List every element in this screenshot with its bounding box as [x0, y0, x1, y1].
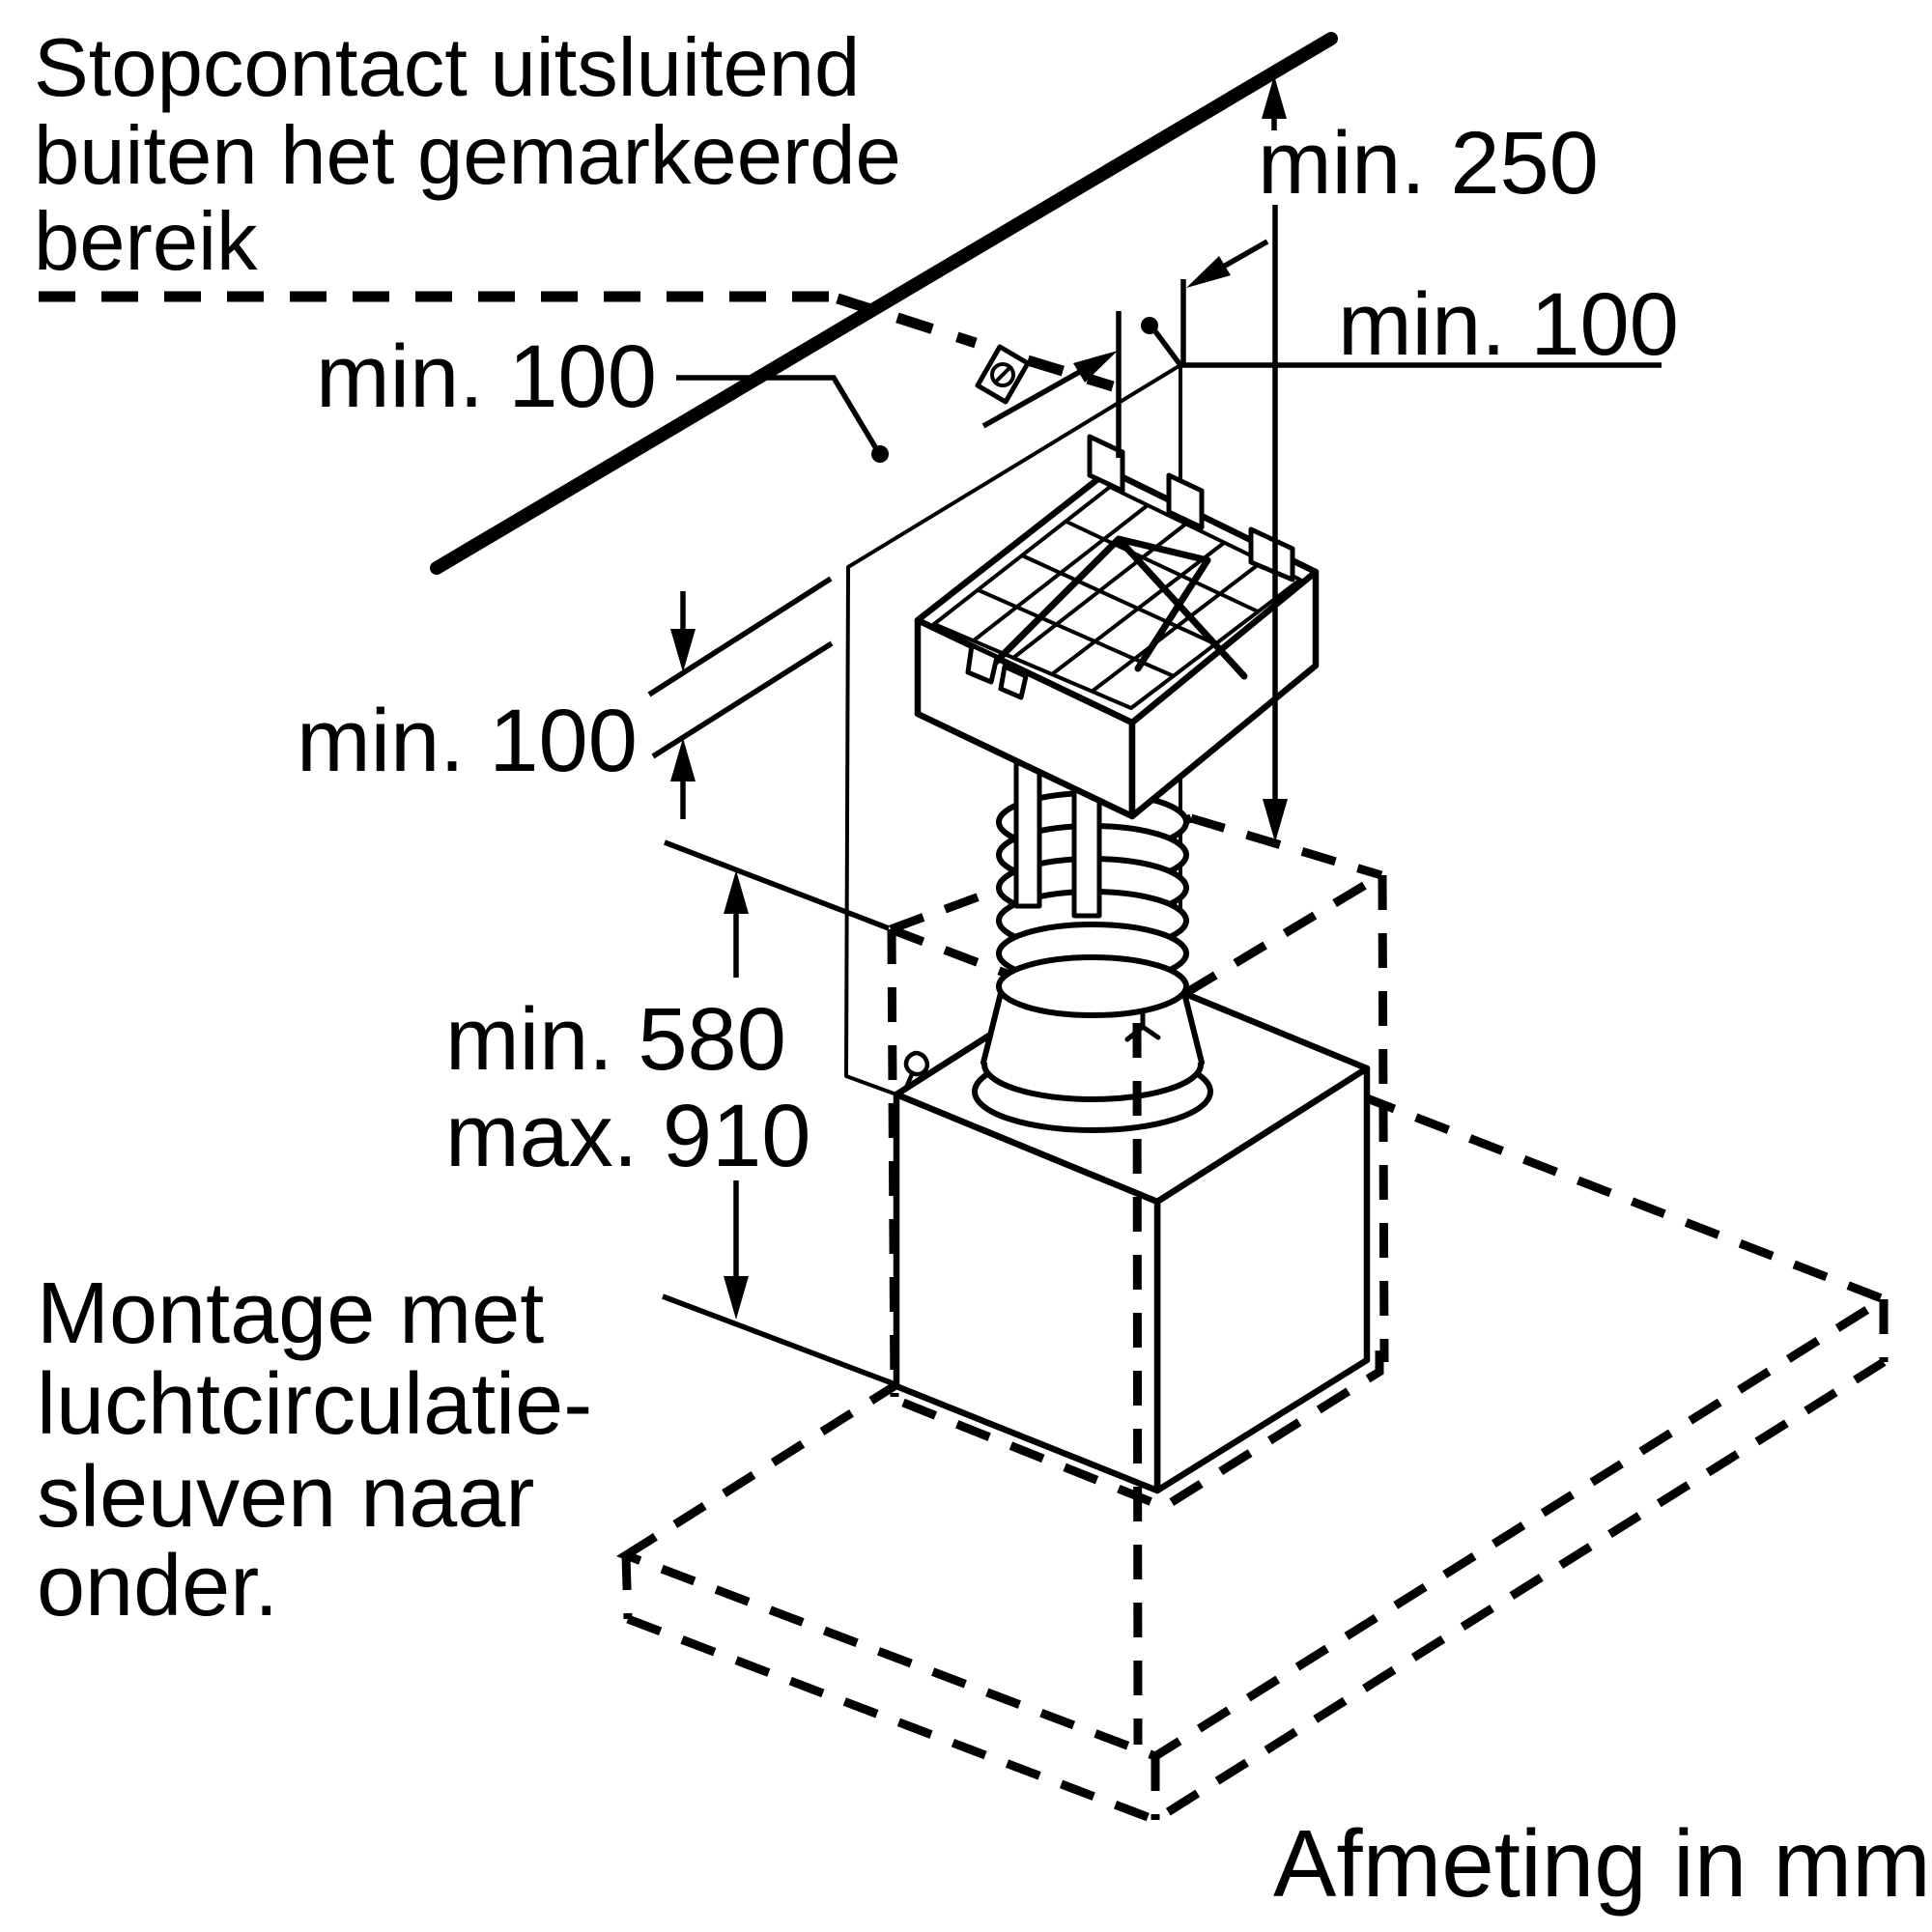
leader-line [676, 375, 880, 452]
arrow-up-icon [1262, 75, 1287, 119]
envelope-bottom-edges [901, 1349, 1384, 1513]
wall-edge-line [430, 32, 1338, 575]
socket-mark [992, 364, 1013, 385]
leader-dot [871, 445, 889, 463]
chimney-clearance-envelope [887, 813, 1389, 1746]
dim-label-min-580: min. 580 [445, 990, 786, 1089]
duct-ring [996, 954, 1189, 1018]
wall-top-edge [430, 32, 1338, 575]
arrow-up-icon [724, 870, 749, 914]
arrow-downleft-icon [1186, 256, 1231, 288]
hood-spring-clip [902, 1050, 930, 1093]
marked-area-dashed-line [39, 291, 1115, 392]
envelope-vertical-front [1132, 1022, 1143, 1746]
envelope-vertical-left [887, 928, 899, 1398]
leader-line [1152, 329, 1662, 368]
units-note: Afmeting in mm [1273, 1810, 1931, 1917]
arrow-down-icon [1263, 799, 1288, 842]
filter-grid [972, 503, 1264, 694]
units-label: Afmeting in mm [1273, 1810, 1931, 1917]
island-corner-verticals [621, 1299, 1889, 1820]
note-recirculation-mounting: Montage met luchtcirculatie- sleuven naa… [37, 1265, 592, 1634]
socket-circle [990, 362, 1015, 387]
dim-label-min-100-left: min. 100 [316, 327, 657, 426]
note-line: Montage met [37, 1265, 544, 1362]
arrow-upright-icon [1073, 351, 1118, 383]
mounting-tab [1248, 526, 1295, 582]
filter-wire-clip [978, 535, 1248, 680]
extension-line [647, 576, 833, 697]
dim-label-min-250: min. 250 [1258, 114, 1599, 213]
mounting-tab [1087, 434, 1125, 494]
marked-area-boundary [39, 291, 1115, 392]
dim-label-max-910: max. 910 [445, 1087, 810, 1185]
dimension-min-100-panel-gap: min. 100 [297, 576, 834, 819]
filter-latch-hook [965, 642, 1029, 700]
dimension-min-100-wall-point: min. 100 [316, 327, 889, 463]
envelope-vertical-right [1378, 874, 1389, 1363]
dim-label-min-100-right: min. 100 [1338, 275, 1679, 374]
filter-frame-rim [932, 485, 1302, 710]
note-line: sleuven naar [37, 1449, 534, 1546]
note-socket-warning: Stopcontact uitsluitend buiten het gemar… [34, 22, 901, 288]
dim-label-min-100-gap: min. 100 [297, 692, 638, 790]
dimension-min-100-right: min. 100 [981, 239, 1679, 458]
mounting-tab [1166, 472, 1205, 530]
reference-line-upper [664, 839, 890, 931]
note-line: buiten het gemarkeerde [34, 110, 901, 202]
kitchen-island-outline [615, 1089, 1893, 1826]
power-socket-icon [975, 344, 1031, 405]
island-bottom-edges [626, 1358, 1887, 1826]
arrow-down-icon [724, 1276, 749, 1320]
dimension-min-250: min. 250 [1258, 75, 1599, 842]
arrow-up-icon [670, 738, 696, 781]
recirculation-filter-box [914, 434, 1320, 919]
note-line: onder. [37, 1538, 278, 1634]
arrow-down-icon [670, 629, 696, 672]
reference-line-lower [662, 1293, 894, 1386]
envelope-top-right-edge [1133, 871, 1384, 1027]
note-line: bereik [34, 196, 258, 288]
dimension-mounting-height: min. 580 max. 910 [445, 839, 894, 1386]
envelope-top-front-edge [1189, 813, 1383, 880]
extension-line [651, 640, 834, 759]
note-line: Stopcontact uitsluitend [34, 22, 860, 114]
collar-cone-sides [980, 982, 1205, 1065]
note-line: luchtcirculatie- [37, 1356, 592, 1453]
leader-dot [1141, 317, 1158, 334]
